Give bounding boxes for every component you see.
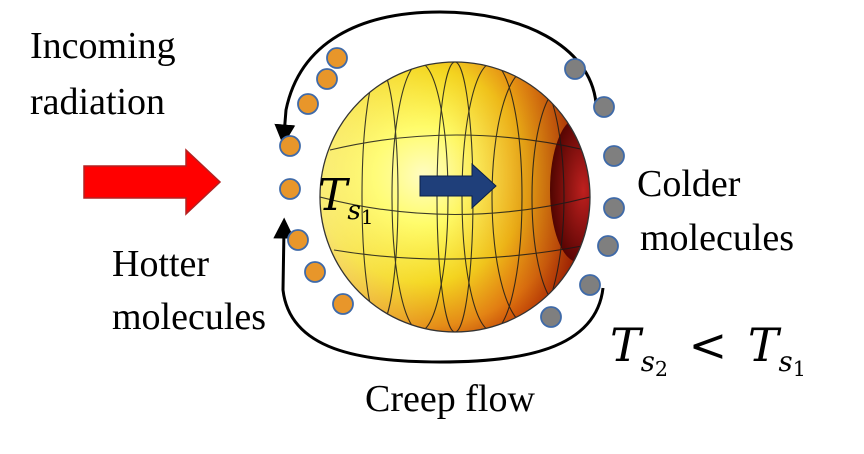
incoming-label-line1: Incoming xyxy=(30,25,176,67)
colder-label-line2: molecules xyxy=(640,217,795,259)
ineq-left-sub: s xyxy=(640,344,655,378)
creep-flow-upper-arrow xyxy=(274,10,598,146)
creep-flow-lower-arrow xyxy=(273,217,605,364)
ineq-right-symbol: T xyxy=(747,318,779,372)
cold-molecule xyxy=(603,145,625,167)
cold-molecule xyxy=(564,58,586,80)
cold-molecule xyxy=(579,274,601,296)
hot-molecule xyxy=(287,229,309,251)
incoming-label-line2: radiation xyxy=(30,81,166,123)
incoming-radiation-arrow-icon xyxy=(83,148,222,216)
colder-label-line1: Colder xyxy=(637,163,741,205)
hot-molecule xyxy=(304,261,326,283)
hotter-label-line2: molecules xyxy=(112,296,267,338)
temperature-inequality: Ts2 < Ts1 xyxy=(610,322,806,380)
cold-molecule xyxy=(540,306,562,328)
temp-sub: s xyxy=(347,195,361,227)
hot-molecule xyxy=(279,135,301,157)
hot-molecule xyxy=(297,93,319,115)
hot-molecule xyxy=(316,68,338,90)
hotter-label-line1: Hotter xyxy=(112,243,210,285)
temp-subsub: 1 xyxy=(360,206,374,230)
particle-motion-arrow-icon xyxy=(419,162,497,210)
hot-molecule xyxy=(326,47,348,69)
cold-molecule xyxy=(593,96,615,118)
creep-flow-label: Creep flow xyxy=(365,378,535,420)
cold-molecule xyxy=(603,197,625,219)
ineq-right-sub: s xyxy=(778,344,793,378)
colder-molecules xyxy=(540,58,625,328)
hotter-molecules xyxy=(279,47,354,315)
surface-temperature-label: Ts1 xyxy=(318,174,374,228)
cold-molecule xyxy=(597,235,619,257)
ineq-operator: < xyxy=(688,318,728,372)
ineq-left-subsub: 2 xyxy=(654,356,669,381)
temp-symbol: T xyxy=(318,170,348,221)
hot-molecule xyxy=(332,293,354,315)
hot-molecule xyxy=(279,178,301,200)
ineq-right-subsub: 1 xyxy=(792,356,806,381)
ineq-left-symbol: T xyxy=(610,318,641,372)
